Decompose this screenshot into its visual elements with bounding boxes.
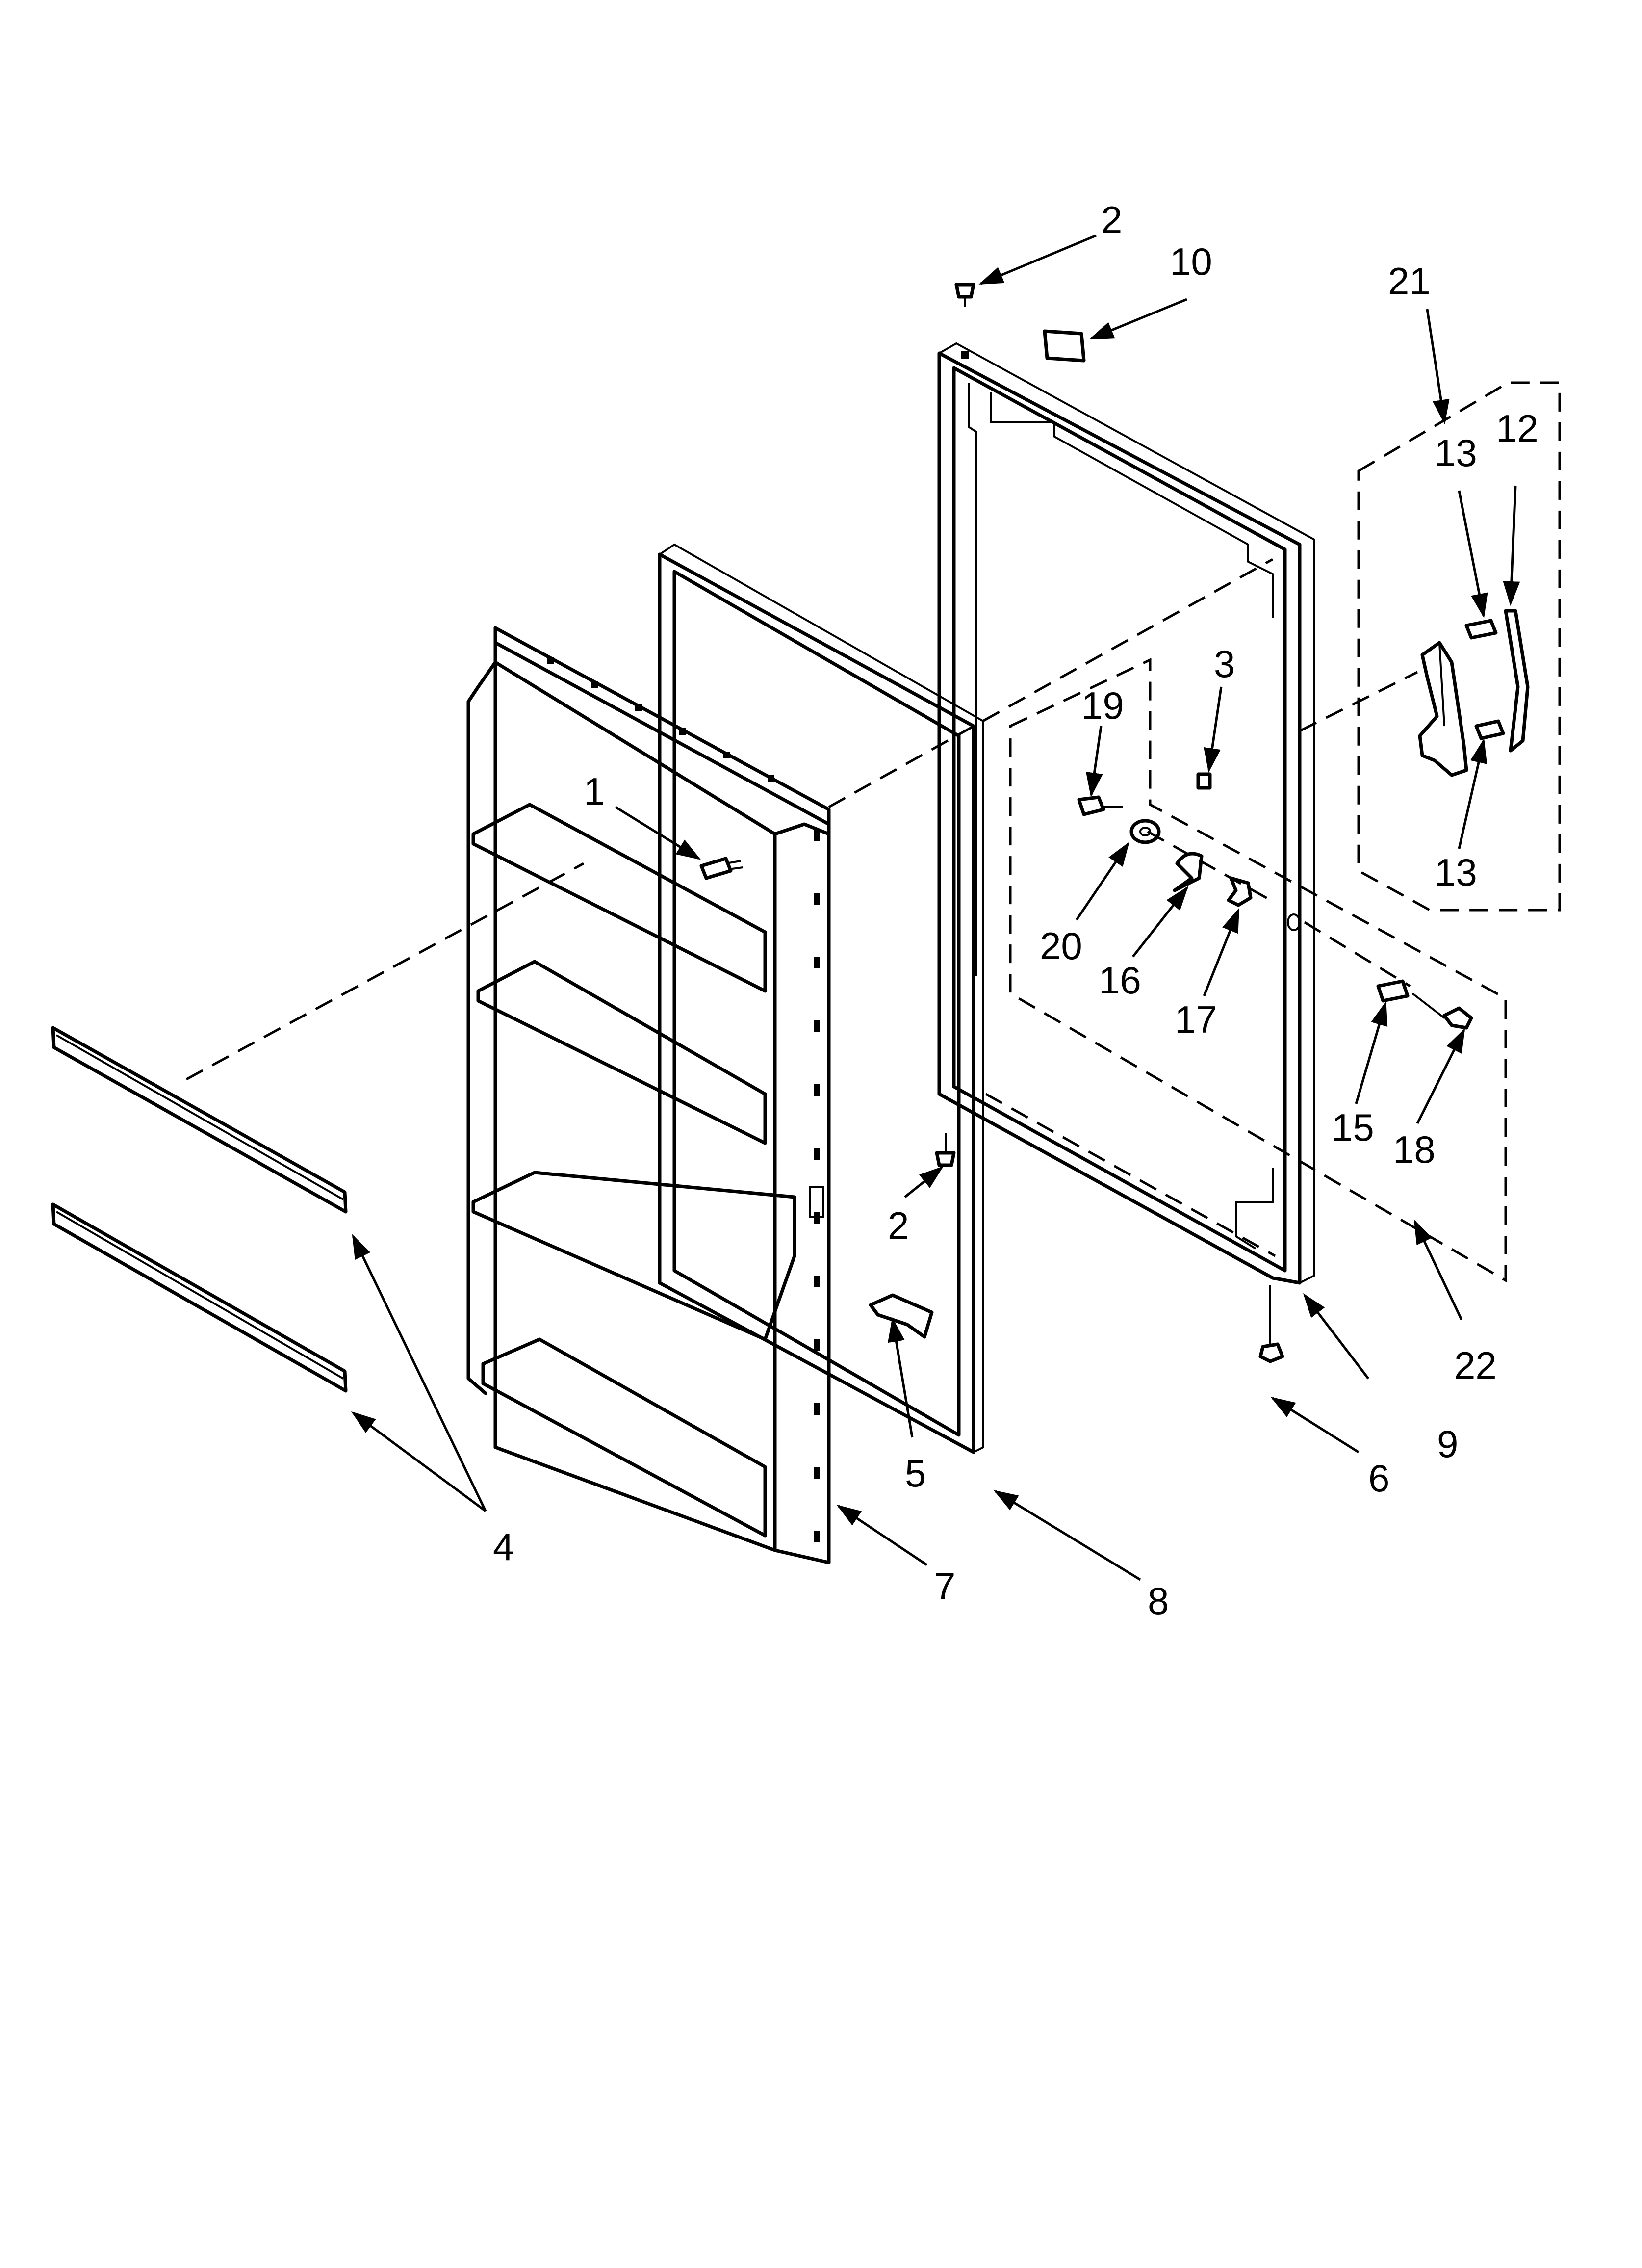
callout-5: 5 — [905, 1452, 926, 1495]
flange-holes — [547, 657, 824, 1542]
side-trim-upper — [51, 1026, 348, 1214]
group-box-21 — [1357, 381, 1561, 912]
callout-22: 22 — [1454, 1344, 1497, 1387]
callout-15: 15 — [1332, 1106, 1374, 1149]
callout-8: 8 — [1148, 1579, 1169, 1622]
key-part-18 — [1411, 992, 1473, 1030]
callout-13-bottom: 13 — [1435, 851, 1477, 894]
callout-1: 1 — [584, 770, 605, 813]
bracket-part-5 — [869, 1293, 934, 1339]
door-liner-panel — [466, 626, 831, 1564]
side-trim-lower — [51, 1202, 348, 1393]
group-box-22 — [1009, 658, 1507, 1283]
strike-part-17 — [1227, 876, 1253, 907]
callout-9: 9 — [1437, 1422, 1458, 1465]
callout-labels: 1 2 2 3 4 5 6 7 8 9 10 12 13 13 15 16 17… — [493, 198, 1539, 1622]
plug-part-15 — [1376, 979, 1410, 1003]
callout-19: 19 — [1081, 684, 1124, 727]
callout-7: 7 — [934, 1564, 955, 1608]
callout-2-lower: 2 — [888, 1204, 909, 1247]
washer-part-20 — [1129, 819, 1161, 844]
callout-6: 6 — [1368, 1457, 1389, 1500]
screw-part-19 — [1077, 795, 1123, 816]
latch-part-16 — [1173, 852, 1204, 892]
leader-arrows — [351, 234, 1520, 1581]
label-part-10 — [1043, 329, 1086, 363]
callout-10: 10 — [1170, 240, 1212, 283]
callout-2-top: 2 — [1101, 198, 1122, 241]
screw-part-2-top — [954, 283, 975, 307]
callout-18: 18 — [1393, 1128, 1436, 1171]
callout-4: 4 — [493, 1525, 514, 1568]
clip-part-3 — [1196, 772, 1212, 790]
screw-part-1 — [699, 857, 744, 880]
nut-part-6 — [1258, 1285, 1284, 1363]
handle-assembly — [1418, 609, 1530, 777]
callout-12: 12 — [1496, 407, 1539, 450]
outer-door-panel — [937, 342, 1315, 1285]
callout-16: 16 — [1099, 959, 1141, 1002]
callout-13-top: 13 — [1435, 431, 1477, 474]
callout-17: 17 — [1175, 998, 1217, 1041]
callout-21: 21 — [1388, 260, 1431, 303]
door-shelves — [471, 803, 796, 1538]
callout-3: 3 — [1214, 642, 1235, 685]
callout-20: 20 — [1040, 924, 1082, 967]
screw-part-2-lower — [935, 1133, 956, 1167]
